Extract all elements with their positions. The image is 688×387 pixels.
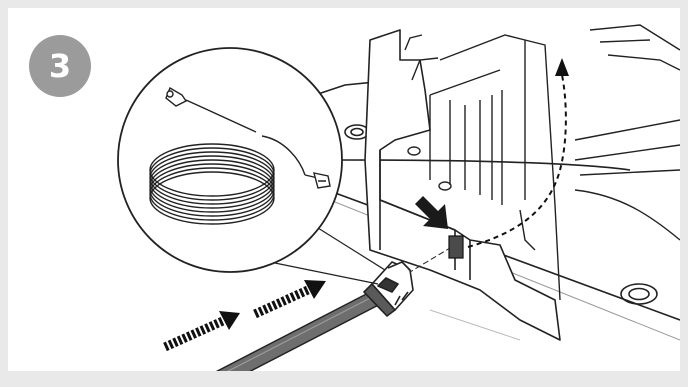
side-rail: [575, 25, 680, 240]
illustration: [8, 8, 680, 371]
push-arrow-upper: [255, 280, 326, 314]
connector-port: [449, 236, 463, 258]
cable-routing-path-arrow: [468, 58, 569, 247]
step-number-badge: 3: [29, 35, 91, 97]
tower-screw-1: [408, 147, 420, 155]
tower-screw-2: [439, 182, 451, 190]
base-screw-hole-right: [621, 284, 657, 304]
magnified-cable-coil: [118, 48, 342, 272]
instruction-panel: 3: [8, 8, 680, 371]
push-arrow-lower: [165, 311, 240, 347]
